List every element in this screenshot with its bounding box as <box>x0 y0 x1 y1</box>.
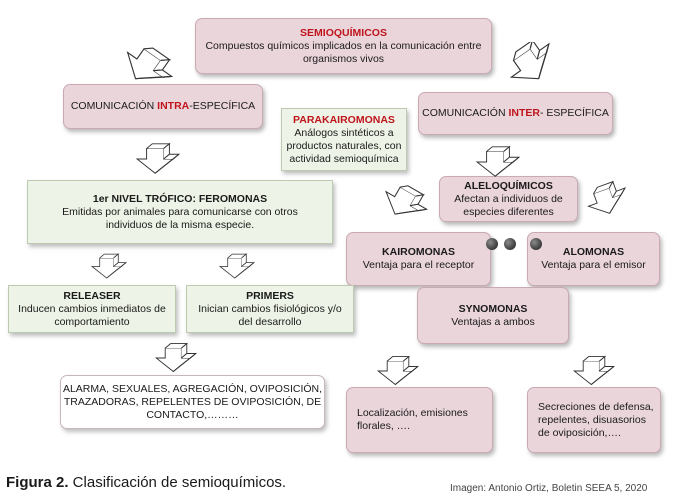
semioquimicos-desc-line2: organismos vivos <box>302 52 385 65</box>
arrow-down-right-icon <box>503 42 563 92</box>
feromonas-title: 1er NIVEL TRÓFICO: FEROMONAS <box>92 192 268 205</box>
feromonas-line2: individuos de la misma especie. <box>105 218 255 231</box>
arrow-down-alomonas-icon <box>584 180 632 220</box>
alomonas-desc: Ventaja para el emisor <box>541 259 646 271</box>
ejemplos-kairomonas-line1: Localización, emisiones <box>357 407 468 419</box>
parakairomonas-box: PARAKAIROMONAS Análogos sintéticos a pro… <box>281 108 407 171</box>
primers-title: PRIMERS <box>246 289 294 302</box>
dot-2 <box>504 238 516 250</box>
intra-highlight: INTRA <box>157 100 190 112</box>
arrow-down-releaser-icon <box>91 253 127 279</box>
figure-caption-text: Clasificación de semioquímicos. <box>68 474 287 491</box>
arrow-down-aleloquimicos-icon <box>476 146 520 177</box>
image-credit: Imagen: Antonio Ortiz, Boletin SEEA 5, 2… <box>450 483 648 494</box>
feromonas-line1: Emitidas por animales para comunicarse c… <box>62 205 298 218</box>
arrow-down-primers-icon <box>219 253 255 279</box>
intra-suffix: -ESPECÍFICA <box>189 100 256 112</box>
arrow-down-kairomonas-icon <box>379 181 431 227</box>
kairomonas-desc: Ventaja para el receptor <box>362 259 475 271</box>
aleloquimicos-box: ALELOQUÍMICOS Afectan a individuos de es… <box>439 176 578 222</box>
ejemplos-feromonas-line1: ALARMA, SEXUALES, AGREGACIÓN, OVIPOSICIÓ… <box>62 382 323 395</box>
alomonas-box: ALOMONAS Ventaja para el emisor <box>527 232 660 286</box>
synomonas-title: SYNOMONAS <box>458 302 528 315</box>
synomonas-box: SYNOMONAS Ventajas a ambos <box>417 287 569 344</box>
aleloquimicos-line1: Afectan a individuos de <box>454 192 563 205</box>
comunicacion-intra-box: COMUNICACIÓN INTRA-ESPECÍFICA <box>63 84 263 129</box>
arrow-down-ejemplos-feromonas-icon <box>155 343 197 372</box>
arrow-down-feromonas-icon <box>136 143 180 174</box>
comunicacion-intra-label: COMUNICACIÓN INTRA-ESPECÍFICA <box>71 100 255 113</box>
releaser-box: RELEASER Inducen cambios inmediatos de c… <box>8 285 176 333</box>
primers-line2: del desarrollo <box>238 315 302 328</box>
inter-highlight: INTER <box>508 107 540 119</box>
synomonas-desc: Ventajas a ambos <box>451 315 535 328</box>
releaser-line1: Inducen cambios inmediatos de <box>18 302 166 315</box>
arrow-down-left-icon <box>118 42 178 94</box>
ejemplos-feromonas-line3: CONTACTO,……… <box>146 408 239 421</box>
ejemplos-alomonas-line1: Secreciones de defensa, <box>538 400 654 413</box>
kairomonas-title: KAIROMONAS <box>382 246 455 258</box>
parakairomonas-line3: actividad semioquímica <box>289 152 399 165</box>
arrow-down-ejemplos-kairomonas-icon <box>377 356 419 385</box>
aleloquimicos-title: ALELOQUÍMICOS <box>464 179 553 192</box>
figure-caption-label: Figura 2. <box>6 474 69 491</box>
ejemplos-kairomonas-line2: florales, …. <box>357 420 411 432</box>
intra-prefix: COMUNICACIÓN <box>70 100 158 112</box>
aleloquimicos-line2: especies diferentes <box>463 205 554 218</box>
comunicacion-inter-box: COMUNICACIÓN INTER- ESPECÍFICA <box>418 92 613 135</box>
ejemplos-feromonas-box: ALARMA, SEXUALES, AGREGACIÓN, OVIPOSICIÓ… <box>60 375 325 429</box>
parakairomonas-title: PARAKAIROMONAS <box>293 113 395 126</box>
alomonas-title: ALOMONAS <box>562 246 625 258</box>
comunicacion-inter-label: COMUNICACIÓN INTER- ESPECÍFICA <box>422 107 609 120</box>
parakairomonas-line1: Análogos sintéticos a <box>294 126 394 139</box>
releaser-title: RELEASER <box>63 289 121 302</box>
semioquimicos-title: SEMIOQUÍMICOS <box>300 26 387 39</box>
inter-prefix: COMUNICACIÓN <box>422 107 509 119</box>
ejemplos-alomonas-line3: de oviposición,…. <box>538 426 621 439</box>
feromonas-box: 1er NIVEL TRÓFICO: FEROMONAS Emitidas po… <box>27 180 333 244</box>
inter-suffix: - ESPECÍFICA <box>539 107 609 119</box>
kairomonas-box: KAIROMONAS Ventaja para el receptor <box>346 232 491 286</box>
ejemplos-feromonas-line2: TRAZADORAS, REPELENTES DE OVIPOSICIÓN, D… <box>63 395 322 408</box>
dot-1 <box>486 238 498 250</box>
ejemplos-alomonas-line2: repelentes, disuasorios <box>538 413 646 426</box>
releaser-line2: comportamiento <box>54 315 130 328</box>
primers-box: PRIMERS Inician cambios fisiológicos y/o… <box>186 285 354 333</box>
ejemplos-kairomonas-box: Localización, emisiones florales, …. <box>346 387 493 453</box>
ejemplos-alomonas-box: Secreciones de defensa, repelentes, disu… <box>527 387 661 453</box>
semioquimicos-desc-line1: Compuestos químicos implicados en la com… <box>205 39 482 52</box>
dot-3 <box>530 238 542 250</box>
figure-caption: Figura 2. Clasificación de semioquímicos… <box>6 474 286 491</box>
primers-line1: Inician cambios fisiológicos y/o <box>198 302 342 315</box>
parakairomonas-line2: productos naturales, con <box>286 139 402 152</box>
semioquimicos-box: SEMIOQUÍMICOS Compuestos químicos implic… <box>195 18 492 74</box>
arrow-down-ejemplos-alomonas-icon <box>573 356 615 385</box>
